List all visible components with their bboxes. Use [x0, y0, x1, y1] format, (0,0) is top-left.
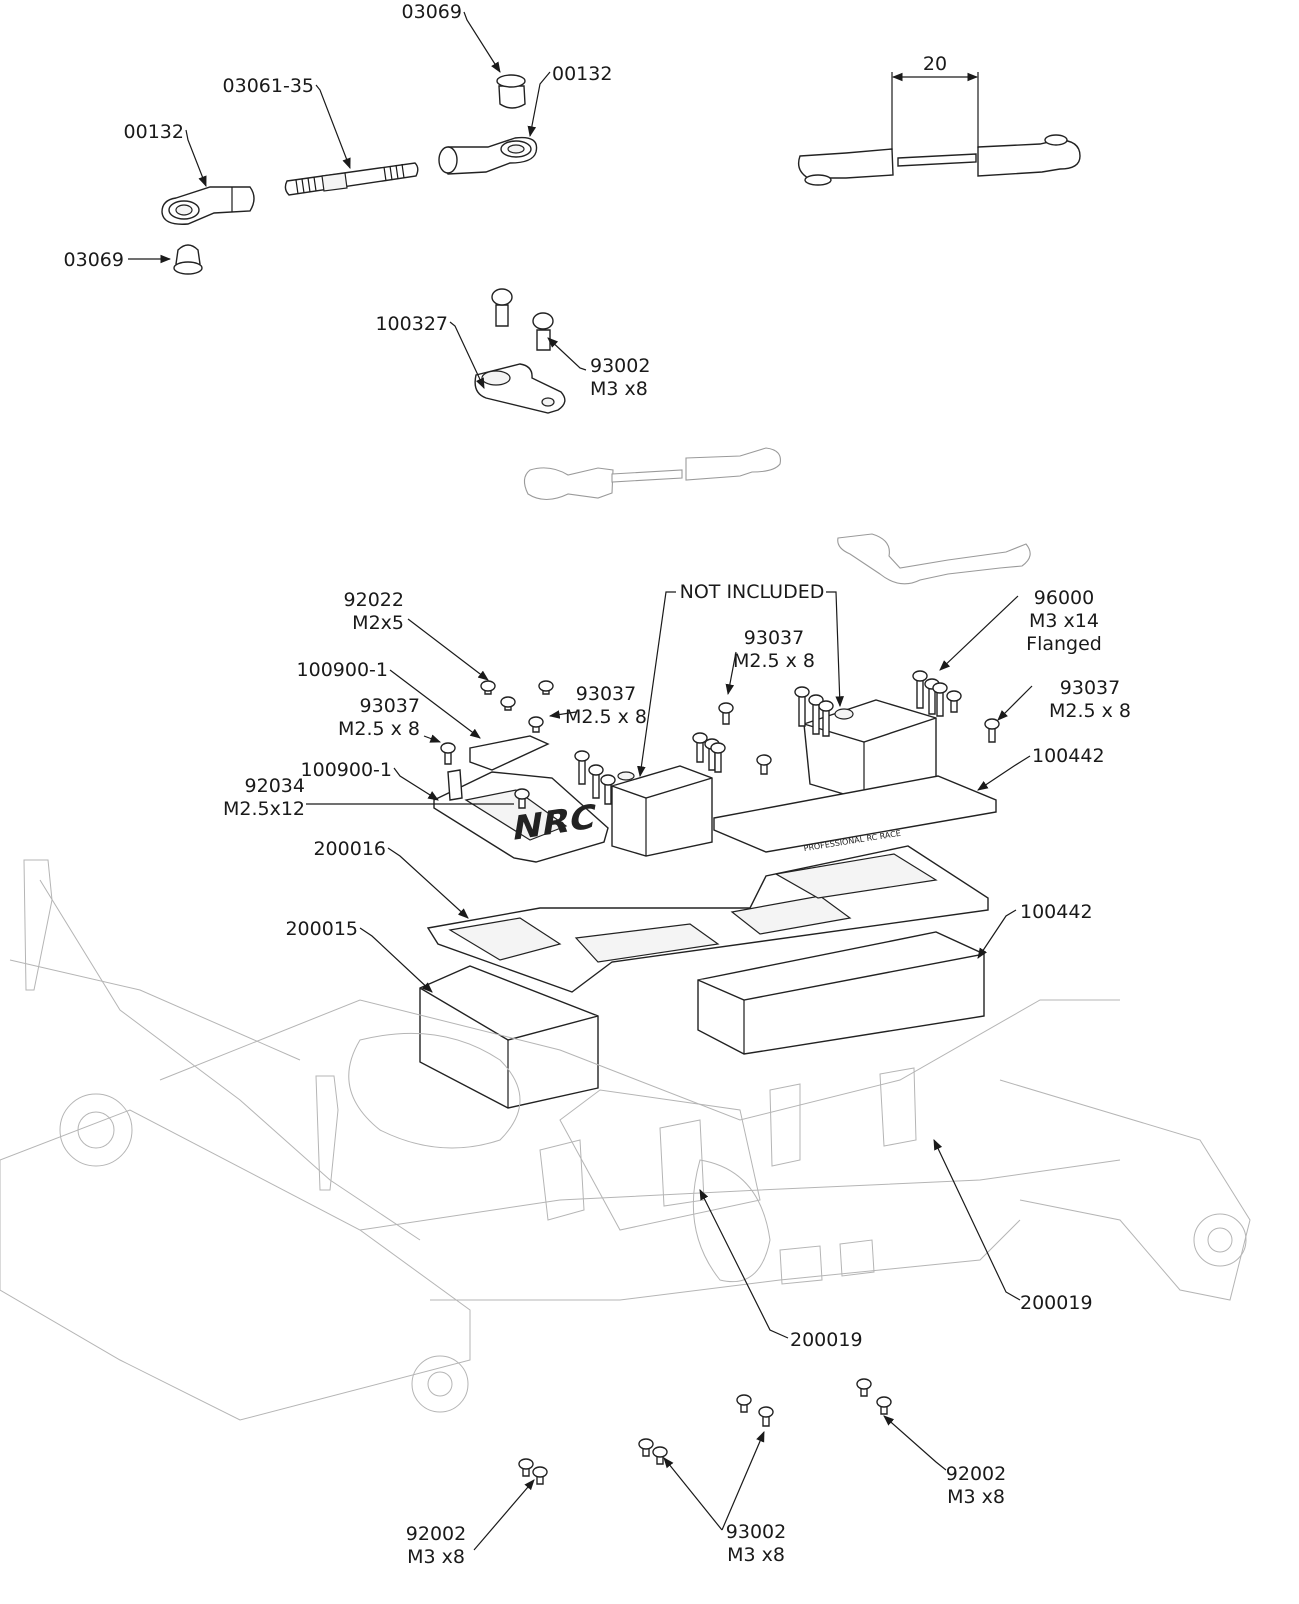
ball-stud-bottom	[173, 244, 203, 275]
rod-end-left	[161, 186, 255, 225]
servo-mount-plate	[433, 735, 609, 863]
screw-14	[794, 686, 810, 727]
screw-15	[808, 694, 824, 735]
screw-6	[574, 750, 590, 785]
turnbuckle-rod	[284, 162, 419, 196]
screw-11	[710, 742, 726, 773]
assembled-turnbuckle-dimension	[797, 72, 1081, 186]
screw-17	[912, 670, 928, 709]
screws-upper-group	[440, 670, 1000, 809]
callout-c11-line-1: M3 x14	[1029, 610, 1099, 632]
bottom-screws	[518, 1378, 892, 1485]
callout-c25-line-0: 92002	[406, 1523, 466, 1545]
callout-c23-line-0: 200019	[790, 1329, 863, 1351]
callout-c6-line-0: 20	[923, 53, 947, 75]
callout-c22-line-0: 200015	[285, 918, 358, 940]
screw-4	[440, 742, 456, 765]
callout-c27-line-0: 92002	[946, 1463, 1006, 1485]
callout-c19-line-0: 100900-1	[301, 759, 392, 781]
callout-c4-line-0: 00132	[124, 121, 184, 143]
bottom-screw-5	[758, 1406, 774, 1427]
bottom-screw-4	[736, 1394, 752, 1413]
callout-c8-line-1: M3 x8	[590, 378, 648, 400]
screw-1	[500, 696, 516, 711]
screw-0	[480, 680, 496, 695]
callout-c7-line-0: 100327	[375, 313, 448, 335]
callout-c9-line-1: M2x5	[352, 612, 404, 634]
callout-c8-line-0: 93002	[590, 355, 650, 377]
servo-horn	[474, 363, 566, 414]
callout-c12-line-0: 93037	[744, 627, 804, 649]
screw-7	[588, 764, 604, 799]
callout-c10-line-0: NOT INCLUDED	[680, 581, 825, 603]
callout-c26-line-0: 93002	[726, 1521, 786, 1543]
callout-c9-line-0: 92022	[344, 589, 404, 611]
callout-c18-line-1: M2.5x12	[223, 798, 305, 820]
servo-horn-screws	[491, 288, 554, 351]
callout-c11-line-2: Flanged	[1026, 633, 1102, 655]
screw-3	[528, 716, 544, 733]
callout-c2-line-0: 00132	[552, 63, 612, 85]
callout-c20-line-0: 200016	[313, 838, 386, 860]
callout-c14-line-0: 93037	[360, 695, 420, 717]
callout-c15-line-0: 93037	[576, 683, 636, 705]
bottom-screw-7	[876, 1396, 892, 1415]
callout-c17-line-0: 100442	[1032, 745, 1105, 767]
callout-c13-line-0: 100900-1	[297, 659, 388, 681]
bottom-screw-0	[518, 1458, 534, 1477]
callout-c11-line-0: 96000	[1034, 587, 1094, 609]
callout-c18-line-0: 92034	[245, 775, 305, 797]
callout-c1-line-0: 03069	[402, 1, 462, 23]
callout-c16-line-1: M2.5 x 8	[1049, 700, 1131, 722]
callout-c3-line-0: 03061-35	[223, 75, 314, 97]
leader-lines	[128, 11, 1033, 1551]
receiver-box-100442	[697, 931, 985, 1055]
callout-c26-line-1: M3 x8	[727, 1544, 785, 1566]
servo-left	[611, 765, 713, 857]
chassis-ghost	[0, 859, 1251, 1421]
screw-19	[932, 682, 948, 717]
callout-c24-line-0: 200019	[1020, 1292, 1093, 1314]
screw-16	[818, 700, 834, 737]
callout-c12-line-1: M2.5 x 8	[733, 650, 815, 672]
bottom-screw-1	[532, 1466, 548, 1485]
screw-8	[600, 774, 616, 805]
callout-labels: 03069 00132 03061-35 00132 03069 20 100327 9300…	[64, 1, 1131, 1568]
rod-end-right	[438, 136, 538, 175]
screw-12	[718, 702, 734, 725]
callout-c16-line-0: 93037	[1060, 677, 1120, 699]
screw-20	[946, 690, 962, 713]
callout-c21-line-0: 100442	[1020, 901, 1093, 923]
callout-c15-line-1: M2.5 x 8	[565, 706, 647, 728]
screw-5	[514, 788, 530, 809]
bottom-screw-6	[856, 1378, 872, 1397]
screw-2	[538, 680, 554, 695]
ball-stud-top	[496, 74, 526, 109]
callout-c14-line-1: M2.5 x 8	[338, 718, 420, 740]
screw-21	[984, 718, 1000, 743]
bottom-screw-2	[638, 1438, 654, 1457]
top-deck-200016	[426, 845, 989, 993]
screw-9	[692, 732, 708, 763]
callout-c5-line-0: 03069	[64, 249, 124, 271]
callout-c25-line-1: M3 x8	[407, 1546, 465, 1568]
callout-c27-line-1: M3 x8	[947, 1486, 1005, 1508]
bottom-screw-3	[652, 1446, 668, 1465]
screw-13	[756, 754, 772, 775]
assembled-link-ghost	[523, 447, 1031, 585]
